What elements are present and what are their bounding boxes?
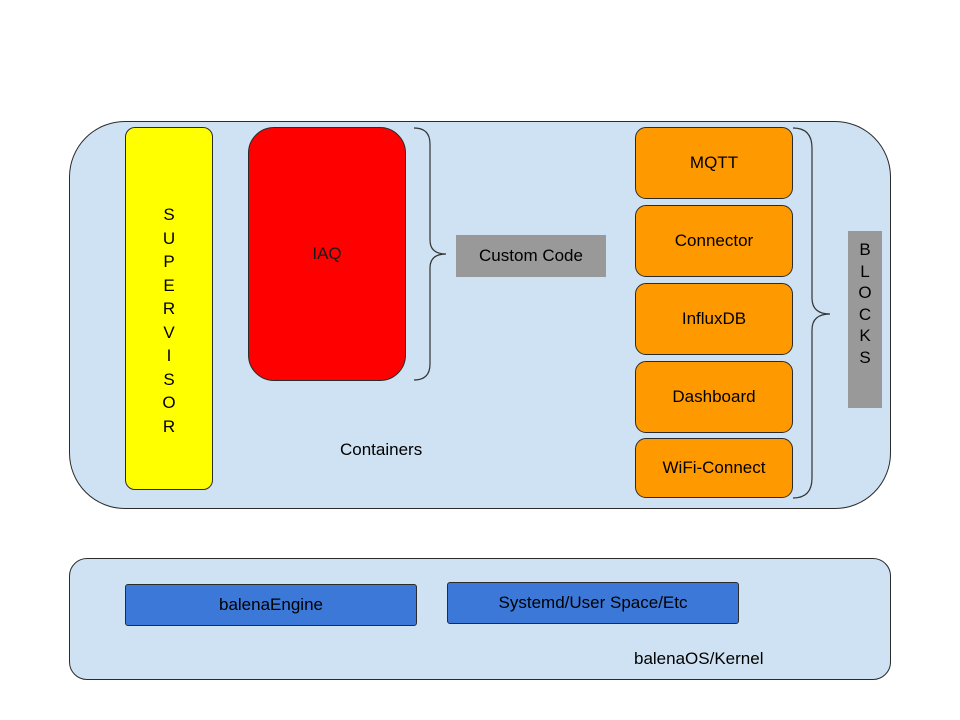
iaq-label: IAQ	[312, 244, 342, 263]
block-mqtt: MQTT	[635, 127, 793, 199]
systemd-userspace-label: Systemd/User Space/Etc	[498, 593, 688, 612]
blocks-letter: C	[858, 304, 872, 324]
block-connector: Connector	[635, 205, 793, 277]
block-label: MQTT	[689, 153, 739, 172]
supervisor-letter: U	[162, 228, 176, 248]
block-label: Connector	[674, 231, 754, 250]
blocks-letter: B	[859, 240, 871, 259]
blocks-letter: S	[859, 347, 871, 367]
systemd-userspace-box: Systemd/User Space/Etc	[447, 582, 739, 624]
block-influxdb: InfluxDB	[635, 283, 793, 355]
supervisor-letter: P	[163, 252, 175, 271]
supervisor-letter: O	[162, 393, 176, 412]
supervisor-label: S U P E R V I S O R	[162, 203, 175, 489]
block-label: InfluxDB	[681, 309, 747, 328]
supervisor-letter: R	[162, 299, 176, 318]
supervisor-letter: E	[163, 275, 175, 295]
balena-engine-box: balenaEngine	[125, 584, 417, 626]
blocks-letter: K	[859, 326, 871, 345]
blocks-label: B L O C K S	[848, 231, 882, 408]
custom-code-text: Custom Code	[479, 246, 583, 265]
blocks-letter: O	[858, 283, 872, 302]
block-dashboard: Dashboard	[635, 361, 793, 433]
block-wifi-connect: WiFi-Connect	[635, 438, 793, 498]
blocks-letters: B L O C K S	[858, 239, 871, 368]
containers-label: Containers	[340, 440, 423, 459]
supervisor-letter: S	[163, 369, 175, 389]
supervisor-letter: V	[163, 322, 175, 342]
supervisor-letter: R	[162, 416, 176, 436]
blocks-letter: L	[860, 261, 870, 281]
block-label: Dashboard	[672, 387, 756, 406]
balena-engine-label: balenaEngine	[219, 595, 323, 614]
os-kernel-label: balenaOS/Kernel	[634, 649, 764, 668]
supervisor-container: S U P E R V I S O R	[125, 127, 213, 490]
iaq-container: IAQ	[248, 127, 406, 381]
block-label: WiFi-Connect	[662, 458, 766, 477]
supervisor-letter: S	[163, 205, 175, 224]
supervisor-letter: I	[166, 346, 172, 365]
custom-code-label: Custom Code	[456, 235, 606, 277]
